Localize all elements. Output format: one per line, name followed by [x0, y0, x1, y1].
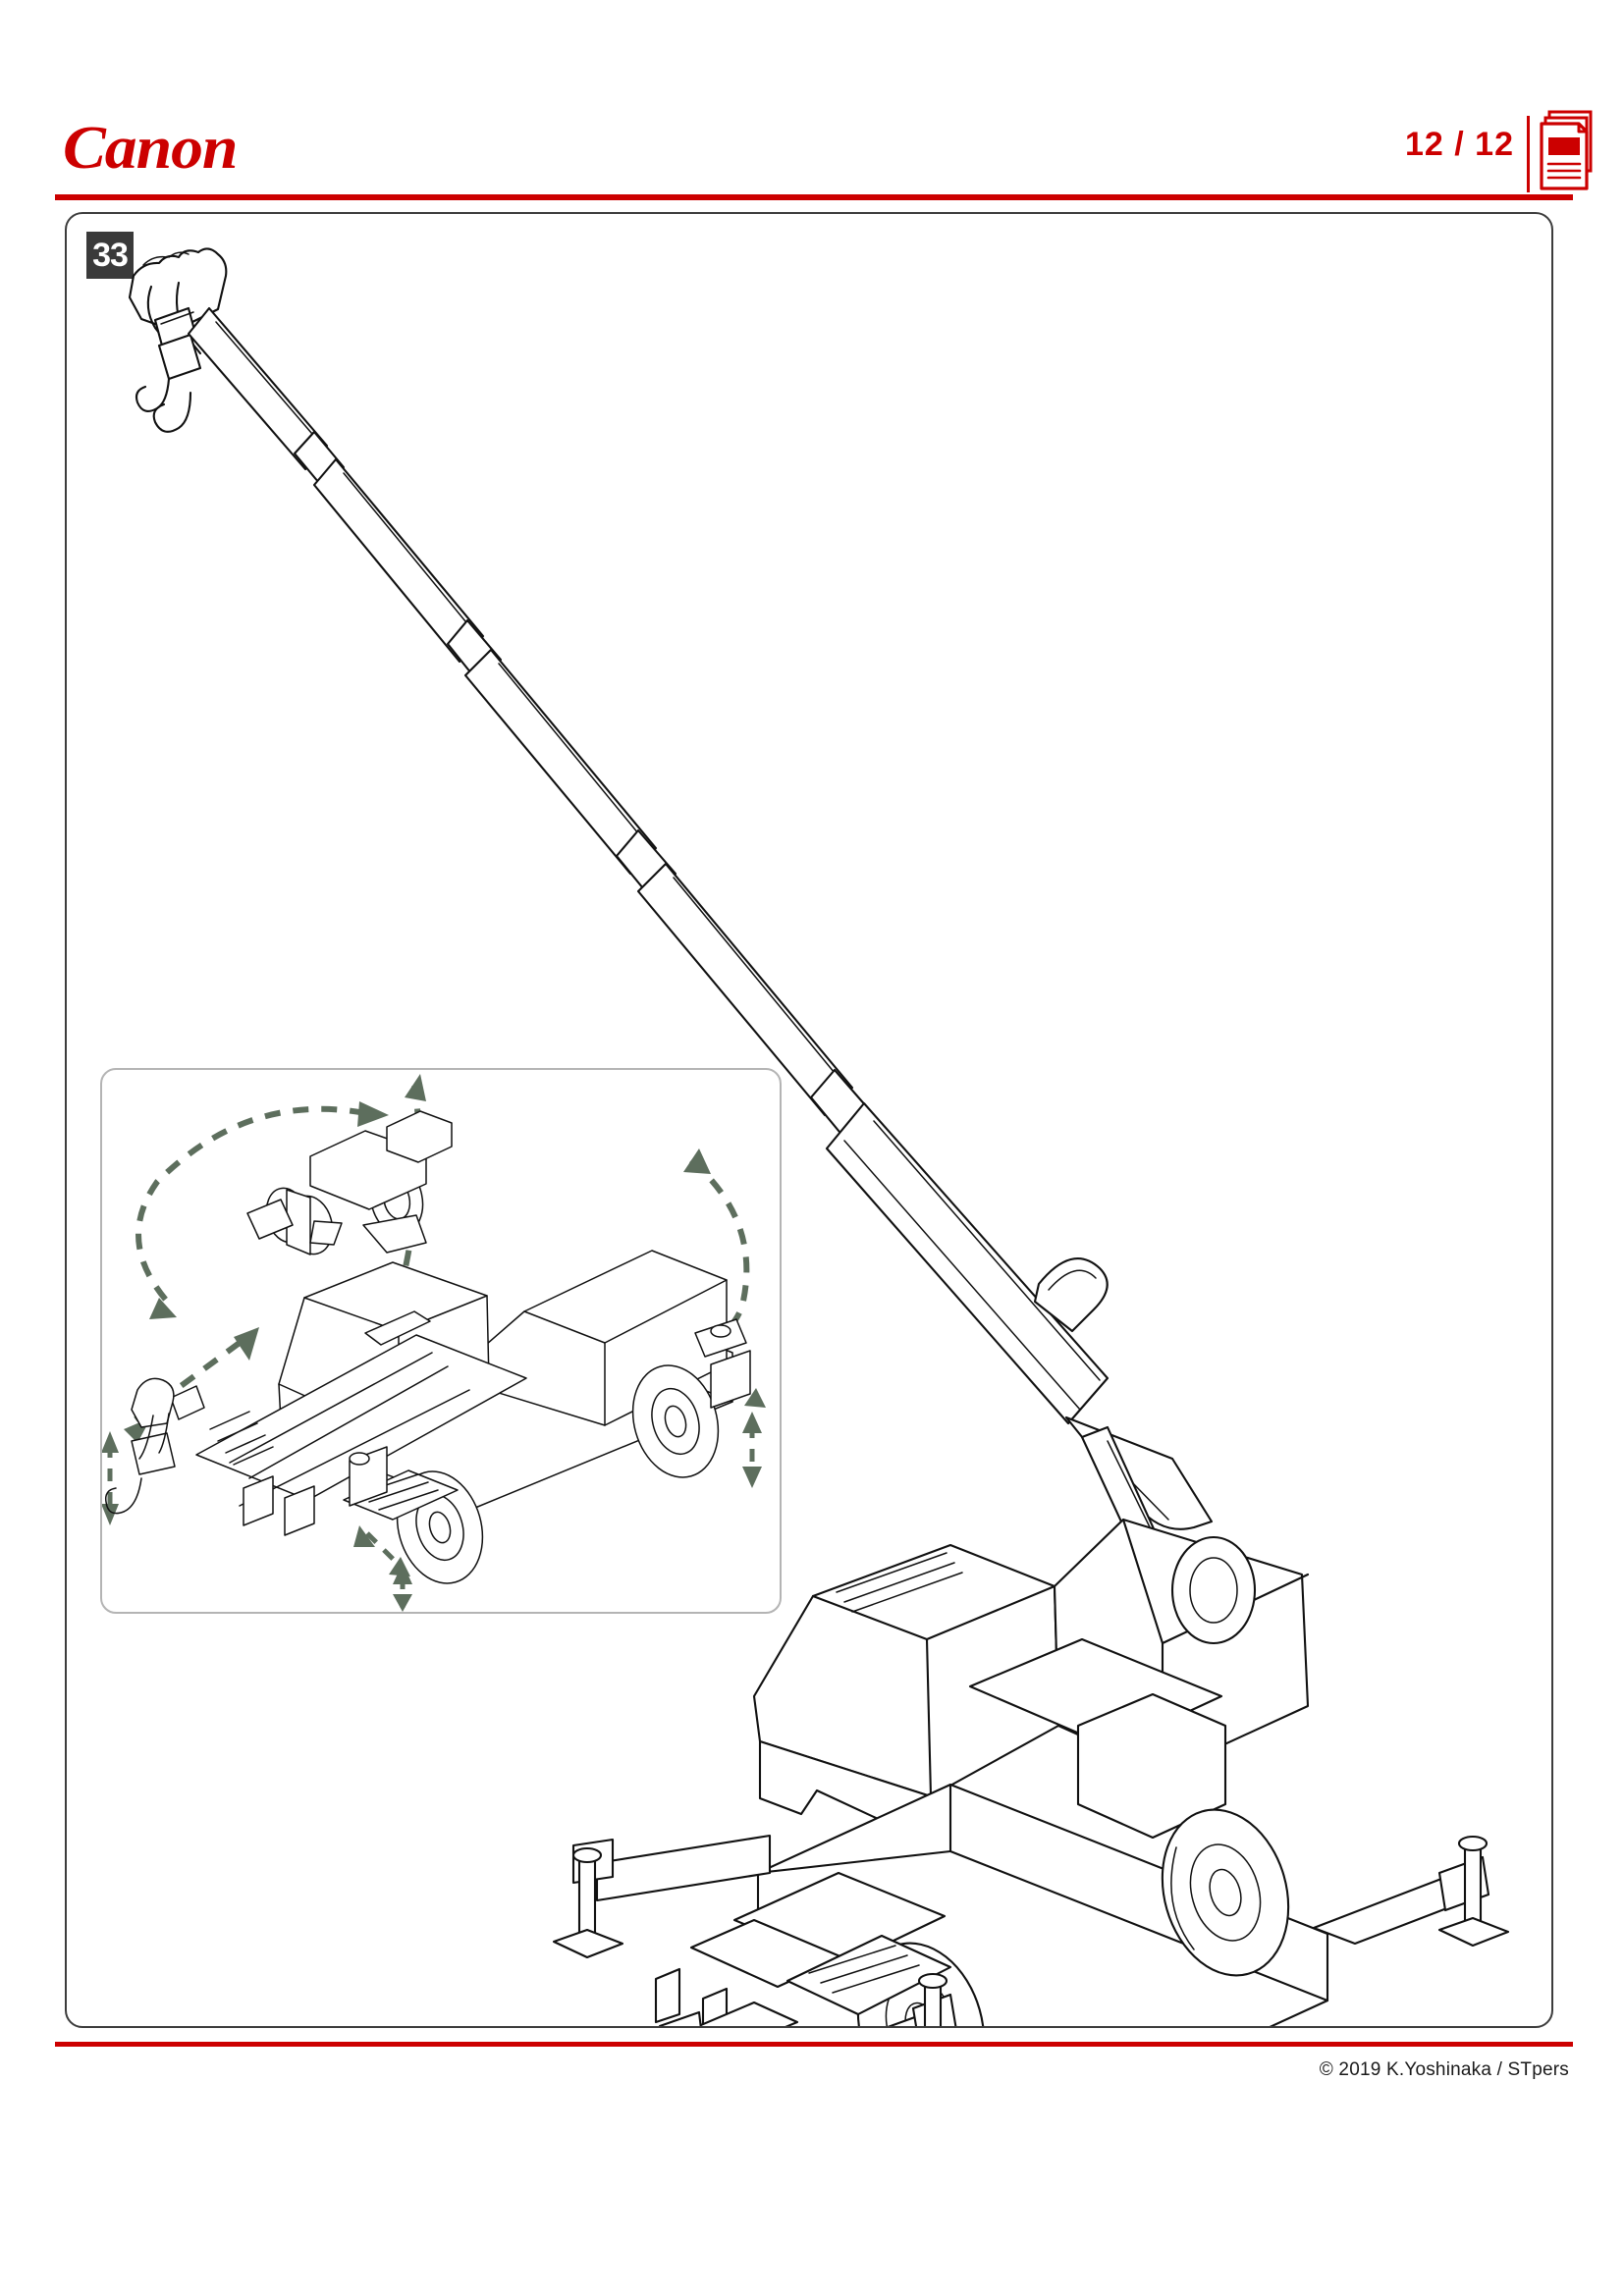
outrigger-beam-front-left [658, 2001, 799, 2026]
illustration-frame: 33 [65, 212, 1553, 2028]
document-stack-icon [1540, 110, 1600, 192]
copyright-notice: © 2019 K.Yoshinaka / STpers [1319, 2059, 1569, 2080]
page-header: Canon 12 / 12 [0, 0, 1624, 201]
inset-crane-illustration [102, 1070, 780, 1612]
hook-block [135, 333, 202, 433]
inset-stowed-boom [170, 1334, 527, 1507]
inset-front-outriggers [243, 1446, 388, 1536]
outrigger-beam-front-right [887, 1972, 957, 2026]
outrigger-jack-arrow-front [393, 1563, 412, 1612]
header-vertical-divider [1527, 116, 1530, 192]
inset-illustration-frame [100, 1068, 782, 1614]
footer-red-rule [55, 2042, 1573, 2047]
telescopic-boom-sections [187, 306, 1214, 1530]
inset-hook-block [104, 1377, 176, 1515]
inset-front-wheel [343, 1469, 484, 1584]
header-red-rule [55, 194, 1573, 200]
step-number-badge: 33 [86, 232, 134, 279]
outrigger-beam-rear-right [1312, 1835, 1510, 1948]
inset-upper-deck [246, 1110, 453, 1346]
inset-rear-outriggers [694, 1318, 751, 1409]
rear-wheel [1161, 1808, 1290, 1977]
outrigger-jack-arrow-right [742, 1412, 762, 1488]
outrigger-beam-rear-left [552, 1834, 772, 1959]
canon-logo: Canon [63, 115, 238, 182]
hook-hoist-arrow [102, 1431, 119, 1525]
inset-rear-wheel [631, 1364, 720, 1478]
slew-rotation-arc-left [135, 1101, 389, 1319]
page-indicator: 12 / 12 [1405, 126, 1514, 163]
boom-tip-sheave-head [128, 247, 228, 355]
main-crane-illustration [67, 214, 1551, 2026]
superstructure-cab [752, 1518, 1310, 1845]
